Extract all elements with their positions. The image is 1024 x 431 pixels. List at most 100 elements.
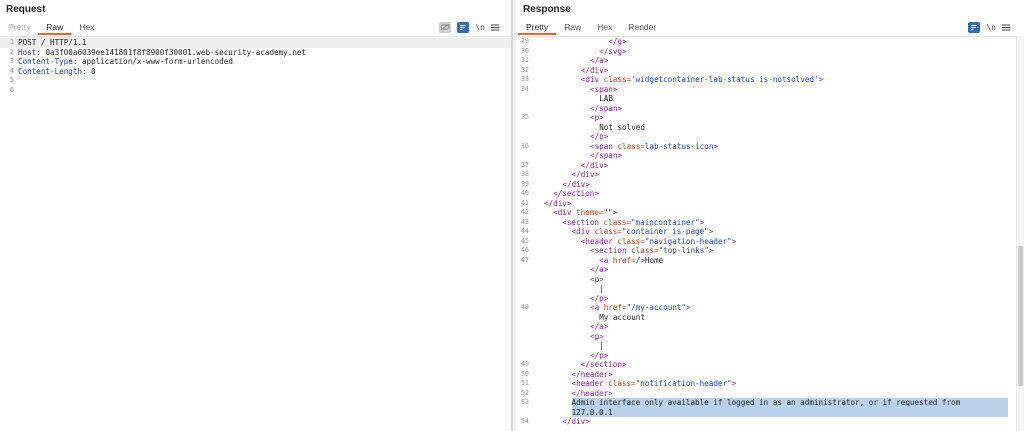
code-token: class= xyxy=(608,379,636,388)
code-token: <div xyxy=(571,227,595,236)
response-line-text: <p> xyxy=(590,332,604,342)
response-line-text: </div> xyxy=(572,170,599,180)
line-number: 47 xyxy=(520,255,529,264)
code-token: > xyxy=(731,236,737,246)
response-line-text: <header class="navigation-header"> xyxy=(581,237,736,247)
code-token: </div> xyxy=(562,417,590,426)
line-number: 41 xyxy=(520,198,529,207)
code-token: <span xyxy=(590,141,618,151)
line-number: 54 xyxy=(520,417,529,425)
header-value: 0a3f00a6039ee141801f8f8900f30001.web-sec… xyxy=(45,47,307,57)
response-editor[interactable]: 29</g>30</svg>31</a>32</div>33<div class… xyxy=(516,36,1024,431)
line-number: 51 xyxy=(520,379,529,387)
code-token: <a xyxy=(590,303,604,312)
code-token: <p> xyxy=(590,331,604,341)
response-line-text: <header class="notification-header"> xyxy=(572,379,737,389)
response-newline-button[interactable]: \n xyxy=(986,22,996,32)
response-line: Not solved xyxy=(516,123,1024,133)
wrap-lines-icon xyxy=(460,24,467,30)
response-menu-button[interactable] xyxy=(1002,22,1010,33)
code-token: > xyxy=(699,217,705,227)
code-token: <header xyxy=(580,236,618,246)
code-token: > xyxy=(612,208,618,217)
response-line-text: </section> xyxy=(553,189,599,199)
response-line-text: </a> xyxy=(590,322,608,332)
response-toolbar: \n xyxy=(968,19,1010,35)
code-token: > xyxy=(640,255,645,265)
code-token: "container is-page" xyxy=(621,227,709,236)
response-title: Response xyxy=(523,4,571,15)
code-token: "navigation-header" xyxy=(644,236,732,246)
code-token: </a> xyxy=(590,56,609,65)
response-line-text: <span> xyxy=(590,85,617,95)
text-selection xyxy=(571,398,1008,408)
response-line: 42<div theme=""> xyxy=(516,208,1024,218)
line-number: 53 xyxy=(520,398,529,406)
response-line: 53 Admin interface only available if logg… xyxy=(516,398,1024,408)
response-tabs: Pretty Raw Hex Render xyxy=(518,19,664,35)
header-name: Content-Type: xyxy=(18,57,83,66)
response-line-text: </p> xyxy=(590,351,608,361)
request-line-text: Host: 0a3f00a6039ee141801f8f8900f30001.w… xyxy=(18,48,306,58)
response-line-text: </div> xyxy=(562,417,589,427)
response-tab-raw[interactable]: Raw xyxy=(564,22,582,32)
code-token: </span> xyxy=(590,103,623,113)
code-token: lab-status-icon xyxy=(644,141,714,151)
request-newline-button[interactable]: \n xyxy=(475,22,485,32)
response-tab-render[interactable]: Render xyxy=(628,22,657,32)
response-line: 32</div> xyxy=(516,66,1024,76)
code-token: > xyxy=(731,379,737,388)
line-number: 39 xyxy=(520,179,529,188)
response-line: 31</a> xyxy=(516,56,1024,66)
line-number: 34 xyxy=(520,84,529,93)
hamburger-icon xyxy=(491,24,499,30)
code-token: <a xyxy=(599,255,613,265)
response-tab-hex[interactable]: Hex xyxy=(597,22,613,32)
response-line: 47<a href=/>Home xyxy=(516,256,1024,266)
line-number: 36 xyxy=(520,141,529,150)
line-number: 42 xyxy=(520,208,529,216)
pane-divider[interactable] xyxy=(512,0,516,431)
code-token: "/my-account" xyxy=(626,303,687,312)
line-number: 43 xyxy=(520,217,529,226)
line-number: 6 xyxy=(9,85,14,94)
code-token: </a> xyxy=(590,322,609,331)
header-name: Content-Length: xyxy=(18,66,92,76)
response-line: 41</div> xyxy=(516,199,1024,209)
code-token: href= xyxy=(612,255,636,265)
response-tab-pretty[interactable]: Pretty xyxy=(518,19,557,35)
line-number: 40 xyxy=(520,189,529,197)
response-line: 49</section> xyxy=(516,360,1024,370)
response-line: 54 </div> xyxy=(516,417,1024,427)
eye-off-icon xyxy=(440,23,450,31)
code-token: </section> xyxy=(580,360,627,369)
request-wrap-toggle-button[interactable] xyxy=(457,21,470,33)
response-wrap-toggle-button[interactable] xyxy=(968,21,981,33)
request-tab-raw[interactable]: Raw xyxy=(38,19,72,35)
response-line-text: </div> xyxy=(581,161,608,171)
response-line: 35<p> xyxy=(516,113,1024,123)
response-line: 46<section class="top-links"> xyxy=(516,246,1024,256)
request-tab-hex[interactable]: Hex xyxy=(79,22,95,32)
request-tab-pretty[interactable]: Pretty xyxy=(8,22,31,32)
code-token: </header> xyxy=(571,388,613,398)
code-token: <section xyxy=(590,246,632,255)
response-scrollbar-thumb[interactable] xyxy=(1018,246,1023,386)
request-menu-button[interactable] xyxy=(491,22,499,33)
response-line-text: <div class='widgetcontainer-lab-status i… xyxy=(581,75,823,85)
code-token: Admin interface only available if logged… xyxy=(571,398,961,407)
response-line-text: </span> xyxy=(590,151,622,161)
request-hide-whitespace-button[interactable] xyxy=(439,21,452,33)
response-line: 33<div class='widgetcontainer-lab-status… xyxy=(516,75,1024,85)
response-scrollbar[interactable] xyxy=(1016,36,1024,431)
code-token: </p> xyxy=(590,293,609,303)
line-number: 38 xyxy=(520,170,529,178)
line-number: 32 xyxy=(520,65,529,74)
response-line: | xyxy=(516,341,1024,351)
header-value: application/x-www-form-urlencoded xyxy=(82,57,233,66)
line-number: 1 xyxy=(9,38,14,46)
